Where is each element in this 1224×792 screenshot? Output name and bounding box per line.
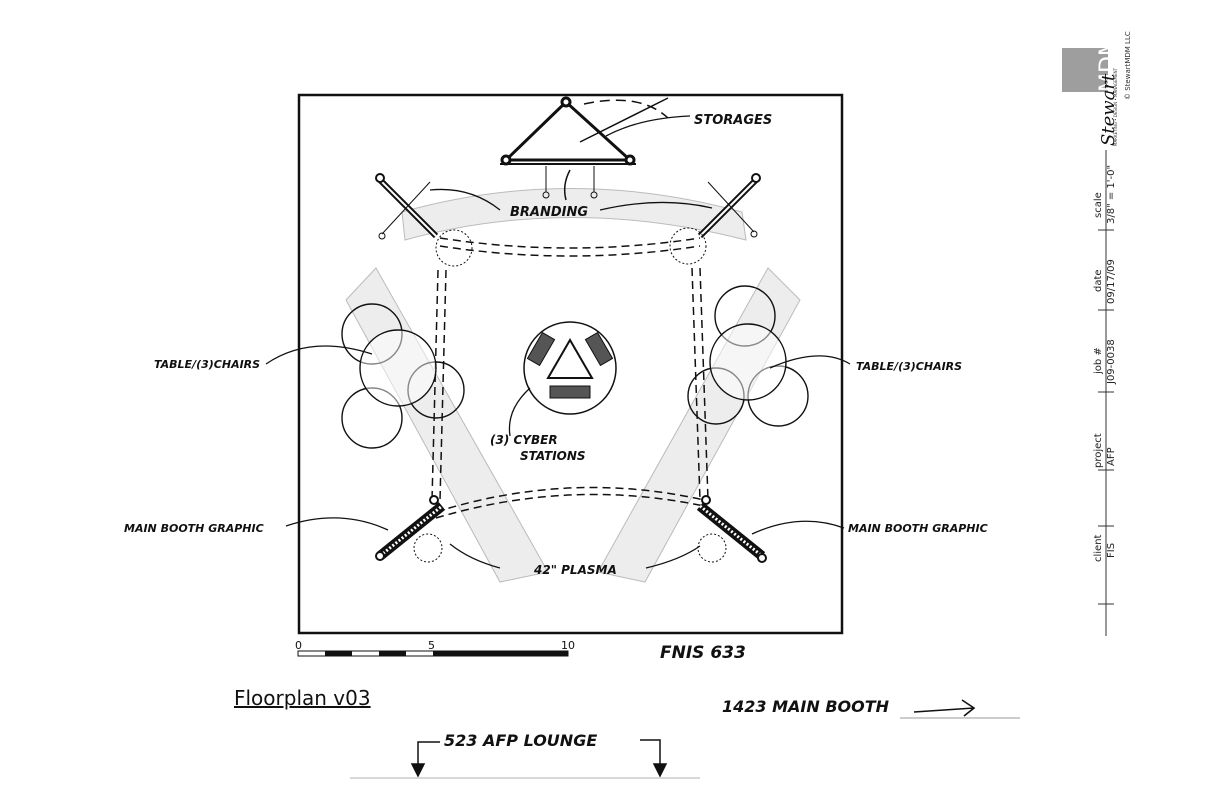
scale-tick-5: 5 [428, 639, 435, 652]
truss-lines [431, 237, 709, 519]
cyber-label-line2: STATIONS [520, 449, 586, 463]
cyber-stations [523, 321, 617, 415]
plasma-arrow-right [645, 545, 701, 569]
graphic-left [375, 495, 446, 563]
tb-job-value: J09-0038 [1106, 339, 1117, 384]
plasma-label: 42" PLASMA [533, 563, 617, 577]
table-right-label: TABLE/(3)CHAIRS [856, 360, 962, 373]
tb-scale-value: 3/8" = 1'-0" [1106, 164, 1117, 224]
lounge-bracket [350, 739, 700, 779]
pylon-top-left [375, 173, 473, 267]
tb-project-label: project [1093, 433, 1104, 468]
cyber-label-line1: (3) CYBER [490, 433, 558, 447]
storage-label: STORAGES [694, 113, 772, 128]
tb-project-value: AFP [1106, 447, 1117, 466]
graphic-right [696, 495, 767, 563]
logo-copyright: © StewartMDM LLC [1124, 31, 1132, 100]
floorplan-title: Floorplan v03 [234, 686, 371, 710]
branding-label: BRANDING [510, 205, 588, 220]
tb-job-label: job # [1093, 347, 1104, 374]
table-left-arrow [265, 345, 373, 365]
table-left-label: TABLE/(3)CHAIRS [154, 358, 260, 371]
graphic-left-label: MAIN BOOTH GRAPHIC [124, 522, 264, 535]
tb-date-value: 09/17/09 [1106, 259, 1117, 304]
branding-arrow-right [599, 201, 713, 211]
table-right [687, 285, 809, 427]
pylon-top-right [669, 173, 761, 265]
table-left [341, 303, 465, 449]
lounge-label: 523 AFP LOUNGE [444, 731, 597, 750]
main-booth-label: 1423 MAIN BOOTH [722, 697, 890, 716]
scale-tick-10: 10 [561, 639, 575, 652]
storage-unit [500, 96, 636, 201]
title-block-rule [1098, 150, 1114, 636]
booth-number: FNIS 633 [660, 643, 746, 663]
logo-block [1062, 48, 1108, 92]
graphic-left-arrow [285, 517, 389, 531]
logo-tagline: MARKETING • DESIGN • MANAGEMENT [1113, 68, 1118, 146]
plasma-arrow-left [449, 543, 501, 569]
left-walkway-band [345, 267, 549, 583]
scale-tick-0: 0 [295, 639, 302, 652]
branding-arrow-left [429, 188, 501, 211]
storage-door-swing [583, 99, 669, 119]
tb-scale-label: scale [1093, 192, 1104, 218]
graphic-right-label: MAIN BOOTH GRAPHIC [848, 522, 988, 535]
storage-door [579, 97, 669, 143]
tb-client-label: client [1093, 534, 1104, 562]
scale-bar: 0 5 10 [295, 639, 575, 657]
booth-outline [297, 93, 844, 635]
main-booth-arrow [913, 699, 976, 717]
graphic-right-arrow [751, 520, 845, 535]
table-right-arrow [769, 355, 851, 369]
storage-arrow [605, 115, 691, 137]
tb-client-value: FIS [1106, 542, 1117, 558]
cyber-arrow [508, 387, 531, 437]
tb-date-label: date [1093, 269, 1104, 292]
